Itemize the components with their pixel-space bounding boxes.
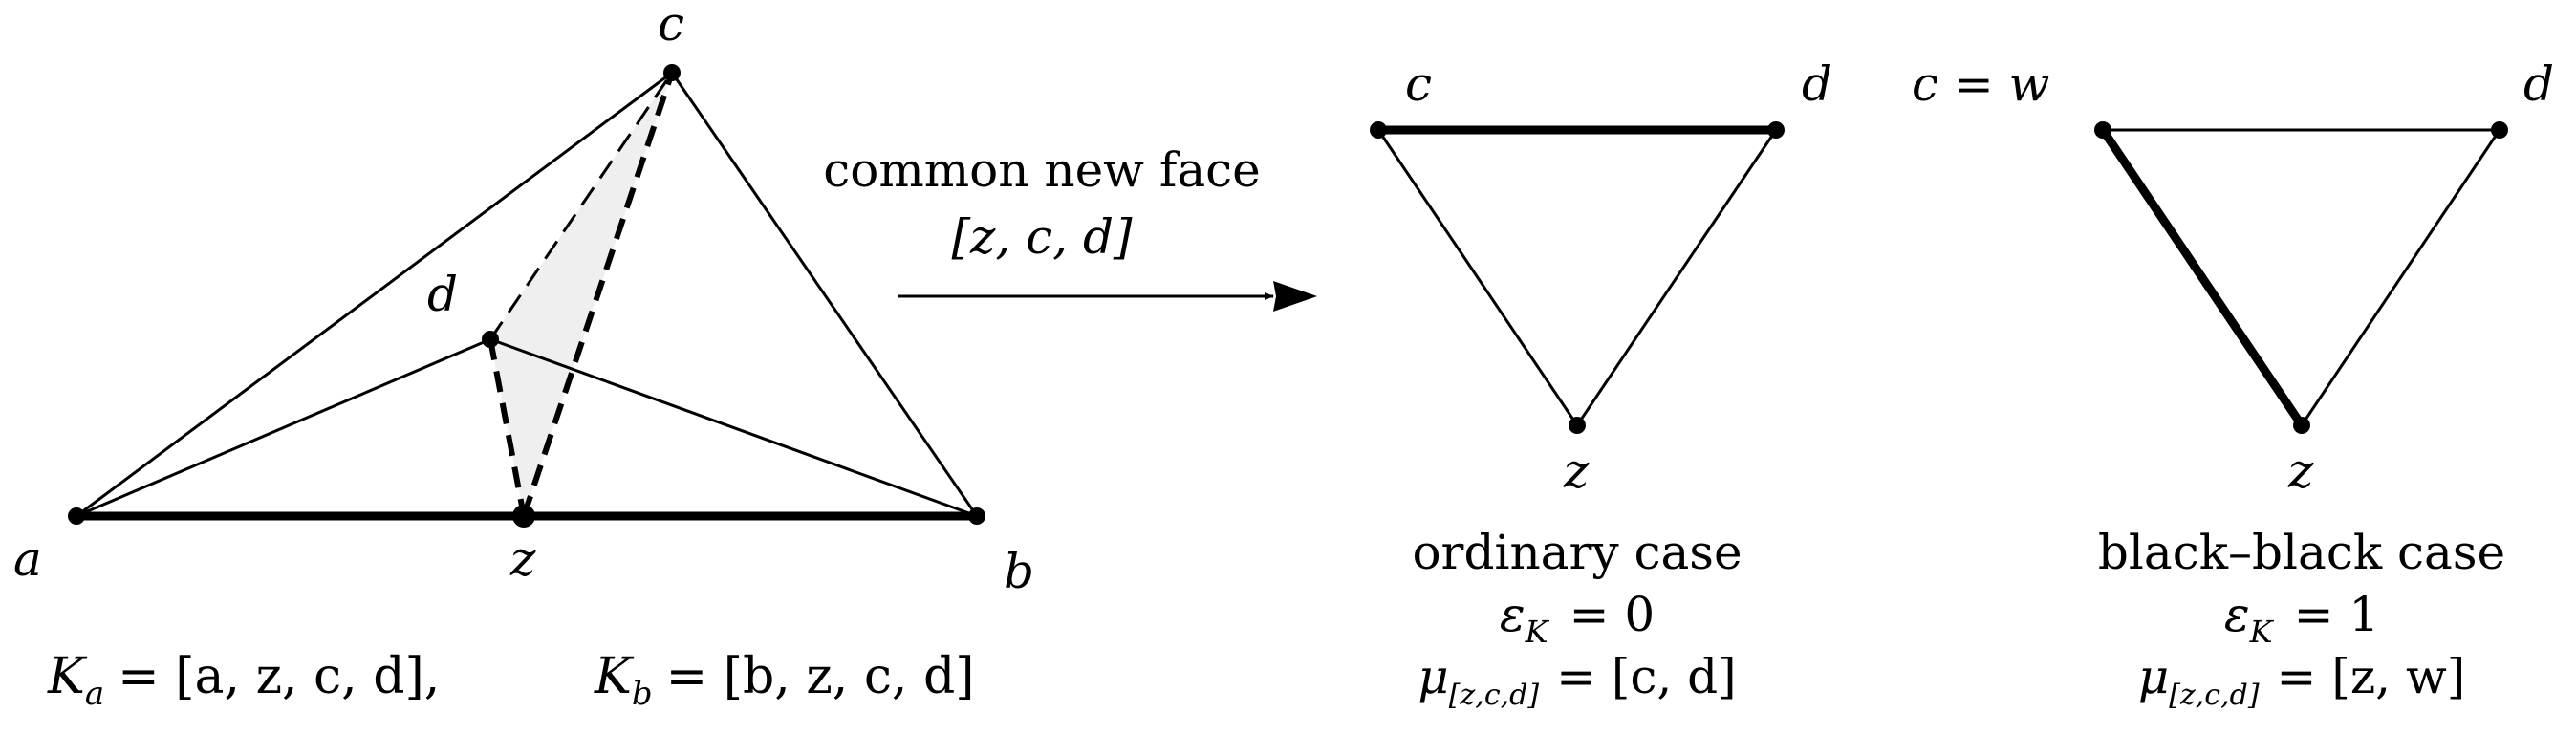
transition-arrow: common new face [z, c, d] xyxy=(823,142,1317,312)
arrow-caption-line2: [z, c, d] xyxy=(952,209,1133,265)
edge-a-d xyxy=(76,337,491,518)
formula-Kb-symbol: K xyxy=(594,648,635,705)
formula-Ka-rhs: = [a, z, c, d], xyxy=(118,648,440,705)
label-c: c xyxy=(658,0,684,52)
label-b: b xyxy=(1004,544,1034,599)
blackblack-vertex-cw xyxy=(2094,121,2111,139)
blackblack-label-cw: c = w xyxy=(1912,56,2049,112)
blackblack-mu-sub: [z,c,d] xyxy=(2169,679,2260,712)
blackblack-vertex-z xyxy=(2293,417,2310,434)
label-d: d xyxy=(427,267,458,322)
blackblack-label-d: d xyxy=(2523,56,2554,112)
blackblack-mu-line: μ[z,c,d] = [z, w] xyxy=(2138,649,2466,712)
blackblack-case-figure: c = w d z black–black case εK = 1 μ[z,c,d… xyxy=(1912,56,2554,712)
ordinary-eps-symbol: ε xyxy=(1500,587,1526,642)
formula-Kb-rhs: = [b, z, c, d] xyxy=(666,648,975,705)
blackblack-eps-rhs: = 1 xyxy=(2294,587,2380,642)
blackblack-mu-symbol: μ xyxy=(2138,649,2170,704)
ordinary-label-z: z xyxy=(1563,443,1590,499)
blackblack-title: black–black case xyxy=(2098,525,2505,580)
edge-z-c-dashed xyxy=(521,72,675,517)
ordinary-label-c: c xyxy=(1405,56,1432,112)
ordinary-vertex-d xyxy=(1767,121,1785,139)
formula-Kb: Kb = [b, z, c, d] xyxy=(594,648,975,713)
left-figure: a b c d z Ka = [a, z, c, d], Kb = [b, z, c… xyxy=(13,0,1034,713)
label-a: a xyxy=(13,531,42,587)
ordinary-mu-sub: [z,c,d] xyxy=(1449,679,1540,712)
formula-Ka-sub: a xyxy=(85,675,104,713)
ordinary-title: ordinary case xyxy=(1412,525,1742,580)
ordinary-mu-rhs: = [c, d] xyxy=(1556,649,1737,704)
label-z: z xyxy=(509,531,536,587)
shaded-face-zcd xyxy=(490,73,672,516)
vertex-c xyxy=(663,64,681,81)
blackblack-eps-symbol: ε xyxy=(2224,587,2250,642)
vertex-b xyxy=(968,507,985,525)
edge-d-b xyxy=(489,337,978,518)
ordinary-vertex-c xyxy=(1370,121,1387,139)
vertex-z xyxy=(512,505,535,528)
ordinary-epsilon-line: εK = 0 xyxy=(1500,587,1655,650)
blackblack-vertex-d xyxy=(2491,121,2508,139)
blackblack-eps-sub: K xyxy=(2249,614,2275,650)
vertex-d xyxy=(482,331,499,348)
ordinary-vertex-z xyxy=(1569,417,1586,434)
edge-d-c-dashed xyxy=(488,72,674,340)
vertex-a xyxy=(68,507,85,525)
blackblack-mu-rhs: = [z, w] xyxy=(2277,649,2466,704)
formula-Ka: Ka = [a, z, c, d], xyxy=(47,648,440,713)
blackblack-epsilon-line: εK = 1 xyxy=(2224,587,2379,650)
blackblack-edge-c-z-thick xyxy=(2099,127,2305,428)
ordinary-edge-c-z xyxy=(1376,129,1579,426)
blackblack-label-z: z xyxy=(2287,443,2314,499)
formula-Kb-sub: b xyxy=(632,675,653,713)
ordinary-mu-symbol: μ xyxy=(1418,649,1449,704)
arrow-head xyxy=(1273,281,1317,312)
ordinary-case-figure: c d z ordinary case εK = 0 μ[z,c,d] = [c, … xyxy=(1370,56,1832,712)
blackblack-edge-d-z xyxy=(2300,129,2501,426)
edge-c-b xyxy=(670,72,979,517)
arrow-caption-line1: common new face xyxy=(823,142,1261,198)
ordinary-eps-rhs: = 0 xyxy=(1569,587,1656,642)
ordinary-label-d: d xyxy=(1802,56,1832,112)
edge-d-z-dashed xyxy=(487,338,527,517)
edge-a-c xyxy=(76,71,673,518)
formula-Ka-symbol: K xyxy=(47,648,88,705)
ordinary-edge-d-z xyxy=(1575,129,1778,426)
ordinary-mu-line: μ[z,c,d] = [c, d] xyxy=(1418,649,1736,712)
ordinary-eps-sub: K xyxy=(1525,614,1550,650)
